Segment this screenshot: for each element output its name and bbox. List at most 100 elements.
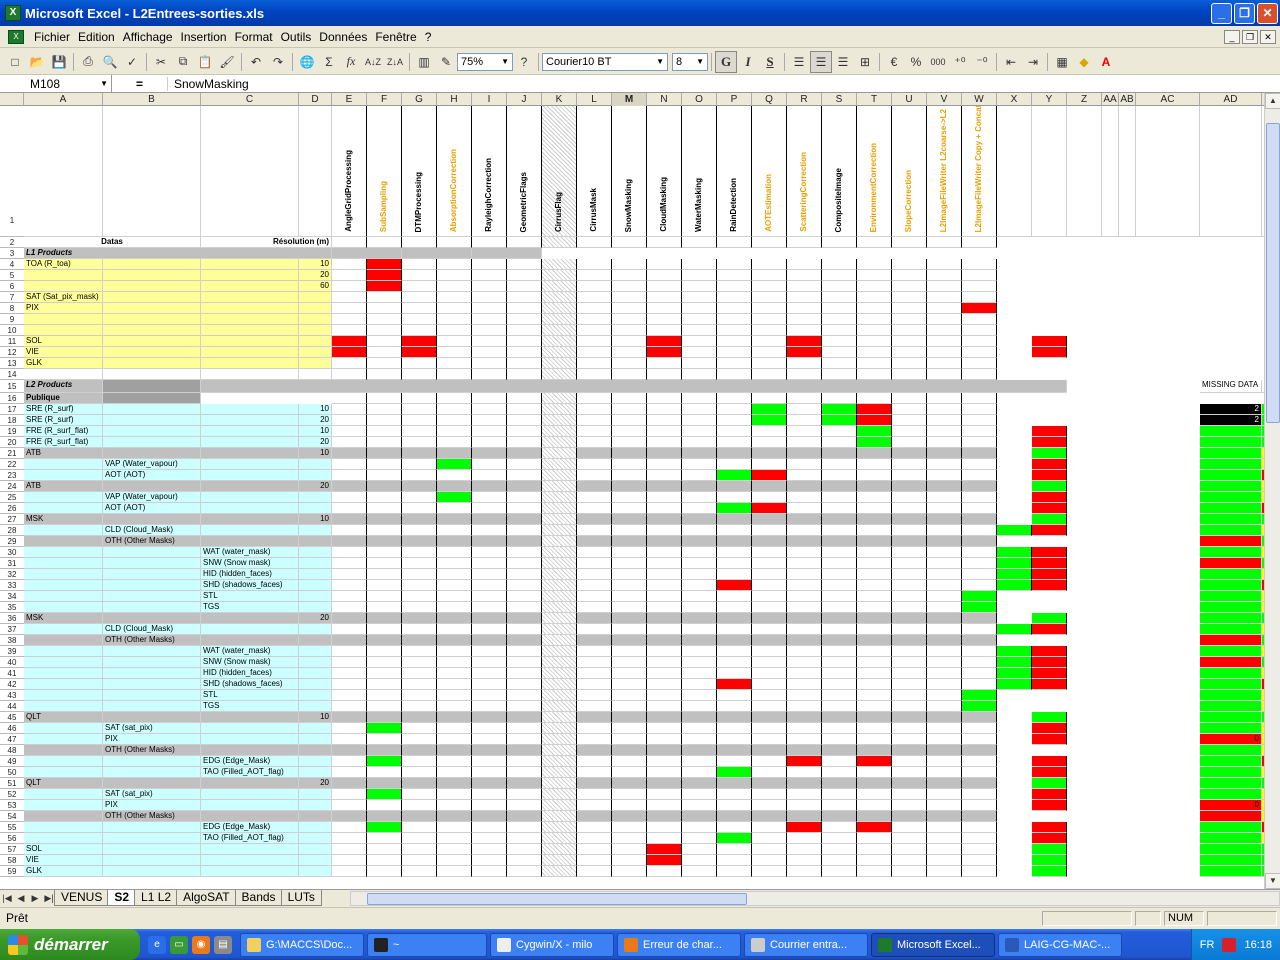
matrix-cell[interactable] (717, 270, 752, 281)
matrix-cell[interactable] (962, 822, 997, 833)
matrix-cell[interactable] (577, 525, 612, 536)
matrix-cell[interactable] (892, 448, 927, 459)
matrix-cell[interactable] (332, 281, 367, 292)
data-label-cell[interactable]: VIE (24, 347, 103, 358)
data-label-cell[interactable] (103, 822, 201, 833)
usage-mark[interactable] (857, 437, 892, 448)
data-label-cell[interactable] (103, 437, 201, 448)
matrix-cell[interactable] (822, 635, 857, 646)
matrix-cell[interactable] (332, 404, 367, 415)
matrix-cell[interactable] (787, 415, 822, 426)
matrix-cell[interactable] (402, 778, 437, 789)
matrix-cell[interactable] (892, 525, 927, 536)
matrix-cell[interactable] (332, 646, 367, 657)
usage-mark[interactable] (997, 525, 1032, 536)
row-header[interactable]: 8 (0, 303, 24, 314)
matrix-cell[interactable] (332, 292, 367, 303)
matrix-cell[interactable] (927, 481, 962, 492)
nb-of-use-cell[interactable] (1262, 789, 1264, 800)
matrix-cell[interactable] (927, 448, 962, 459)
matrix-cell[interactable] (892, 470, 927, 481)
matrix-cell[interactable] (472, 613, 507, 624)
matrix-cell[interactable] (472, 459, 507, 470)
matrix-cell[interactable] (332, 448, 367, 459)
matrix-cell[interactable] (402, 833, 437, 844)
matrix-cell[interactable] (612, 292, 647, 303)
matrix-cell[interactable] (682, 314, 717, 325)
matrix-cell[interactable] (682, 723, 717, 734)
matrix-cell[interactable] (752, 303, 787, 314)
matrix-cell[interactable] (857, 767, 892, 778)
data-label-cell[interactable]: ATB (24, 448, 103, 459)
cut-icon[interactable]: ✂ (155, 54, 167, 69)
matrix-cell[interactable] (752, 481, 787, 492)
matrix-cell[interactable] (787, 613, 822, 624)
data-label-cell[interactable] (103, 756, 201, 767)
data-label-cell[interactable]: TAO (Filled_AOT_flag) (201, 767, 299, 778)
matrix-cell[interactable] (962, 404, 997, 415)
data-label-cell[interactable] (201, 745, 299, 756)
matrix-cell[interactable] (542, 492, 577, 503)
matrix-cell[interactable] (787, 569, 822, 580)
copy-icon[interactable]: ⧉ (178, 54, 188, 68)
prev-sheet-icon[interactable]: ◀ (17, 892, 25, 903)
resolution-cell[interactable]: 60 (299, 281, 332, 292)
matrix-cell[interactable] (822, 701, 857, 712)
matrix-cell[interactable] (577, 844, 612, 855)
matrix-cell[interactable] (507, 844, 542, 855)
usage-mark[interactable] (1032, 481, 1067, 492)
matrix-cell[interactable] (857, 569, 892, 580)
matrix-cell[interactable] (717, 492, 752, 503)
matrix-cell[interactable] (577, 580, 612, 591)
row-header[interactable]: 55 (0, 822, 24, 833)
matrix-cell[interactable] (402, 426, 437, 437)
matrix-cell[interactable] (752, 325, 787, 336)
matrix-cell[interactable] (682, 492, 717, 503)
matrix-cell[interactable] (577, 679, 612, 690)
matrix-cell[interactable] (332, 756, 367, 767)
missing-data-cell[interactable] (1200, 613, 1262, 624)
matrix-cell[interactable] (717, 415, 752, 426)
matrix-cell[interactable] (857, 613, 892, 624)
percent-button[interactable]: % (910, 54, 922, 69)
matrix-cell[interactable] (402, 844, 437, 855)
matrix-cell[interactable] (472, 314, 507, 325)
empty-cell[interactable] (299, 369, 332, 380)
matrix-cell[interactable] (542, 503, 577, 514)
matrix-cell[interactable] (612, 679, 647, 690)
matrix-cell[interactable] (472, 481, 507, 492)
nb-of-use-cell[interactable] (1262, 866, 1264, 877)
usage-mark[interactable] (997, 569, 1032, 580)
matrix-cell[interactable] (577, 259, 612, 270)
matrix-cell[interactable] (962, 325, 997, 336)
matrix-cell[interactable] (647, 547, 682, 558)
matrix-cell[interactable] (752, 347, 787, 358)
matrix-cell[interactable] (787, 426, 822, 437)
usage-mark[interactable] (1032, 580, 1067, 591)
align-right-icon[interactable]: ☰ (837, 54, 849, 69)
matrix-cell[interactable] (577, 833, 612, 844)
usage-mark[interactable] (402, 336, 437, 347)
name-box[interactable]: M108▼ (0, 75, 112, 92)
matrix-cell[interactable] (787, 789, 822, 800)
sort-ascending-icon[interactable]: A↓Z (364, 56, 381, 67)
matrix-cell[interactable] (577, 292, 612, 303)
row-header[interactable]: 4 (0, 259, 24, 270)
data-label-cell[interactable] (103, 712, 201, 723)
row-header[interactable]: 14 (0, 369, 24, 380)
sheet-tab-bands[interactable]: Bands (234, 890, 283, 906)
matrix-cell[interactable] (437, 701, 472, 712)
matrix-cell[interactable] (857, 866, 892, 877)
matrix-cell[interactable] (472, 358, 507, 369)
data-label-cell[interactable] (24, 800, 103, 811)
resolution-cell[interactable] (299, 855, 332, 866)
data-label-cell[interactable] (24, 270, 103, 281)
matrix-cell[interactable] (612, 712, 647, 723)
matrix-cell[interactable] (402, 503, 437, 514)
matrix-cell[interactable] (892, 459, 927, 470)
matrix-cell[interactable] (892, 668, 927, 679)
data-label-cell[interactable]: MSK (24, 514, 103, 525)
matrix-cell[interactable] (752, 635, 787, 646)
matrix-cell[interactable] (857, 800, 892, 811)
matrix-cell[interactable] (682, 646, 717, 657)
